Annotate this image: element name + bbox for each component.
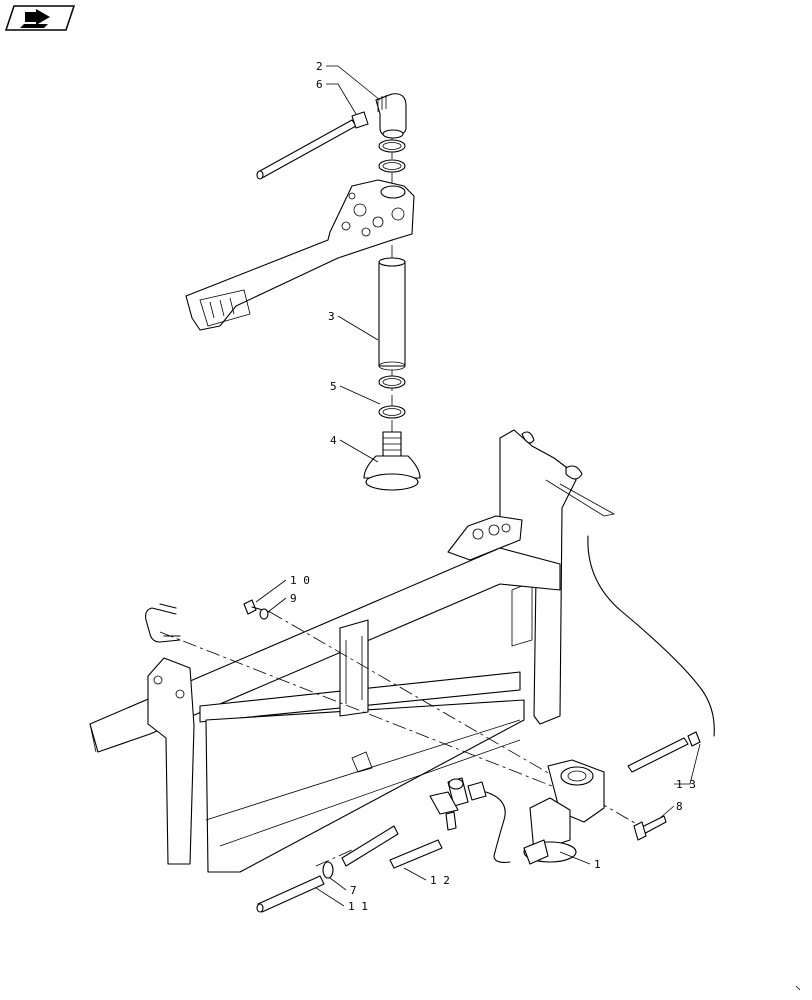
callout-7: 7: [350, 884, 357, 897]
leader-lines: [255, 65, 701, 907]
callout-9: 9: [290, 592, 297, 605]
hose-item-11: [256, 875, 325, 913]
hose-short-segment: [341, 825, 399, 867]
callout-1: 1: [594, 858, 601, 871]
washer-item-9: [259, 608, 269, 620]
sensor-cable: [587, 535, 715, 737]
page-navigation-icon[interactable]: [4, 5, 76, 31]
base-fitting-item-4: [363, 431, 421, 491]
callout-8: 8: [676, 800, 683, 813]
hose-item-12: [389, 839, 443, 869]
callout-2: 2: [316, 60, 323, 73]
main-frame: [89, 429, 616, 873]
hose-clamp-upper-2: [378, 159, 406, 173]
callout-6: 6: [316, 78, 323, 91]
elbow-item-2: [375, 93, 407, 139]
callout-labels: 2 6 3 5 4 1 0 9 1 1 3 8 1 2 7 1 1: [290, 60, 696, 913]
callout-5: 5: [330, 380, 337, 393]
callout-12: 1 2: [430, 874, 450, 887]
bolt-item-8: [633, 815, 667, 841]
fitting-item-6: [351, 111, 369, 129]
connector-assembly: [429, 777, 487, 831]
support-bracket-arm: [185, 179, 415, 331]
pipe-item-3: [378, 257, 406, 371]
jumper-cable: [485, 791, 511, 863]
upper-hose-assembly: [185, 93, 421, 491]
clamp-item-7: [322, 861, 334, 879]
callout-4: 4: [330, 434, 337, 447]
callout-10: 1 0: [290, 574, 310, 587]
valve-item-1: [523, 759, 605, 865]
callout-13: 1 3: [676, 778, 696, 791]
callout-11: 1 1: [348, 900, 368, 913]
callout-3: 3: [328, 310, 335, 323]
hose-clamp-item-5b: [378, 405, 406, 419]
hose-clamp-upper-1: [378, 139, 406, 153]
hose-item-13: [627, 731, 701, 773]
hose-clamp-item-5a: [378, 375, 406, 389]
